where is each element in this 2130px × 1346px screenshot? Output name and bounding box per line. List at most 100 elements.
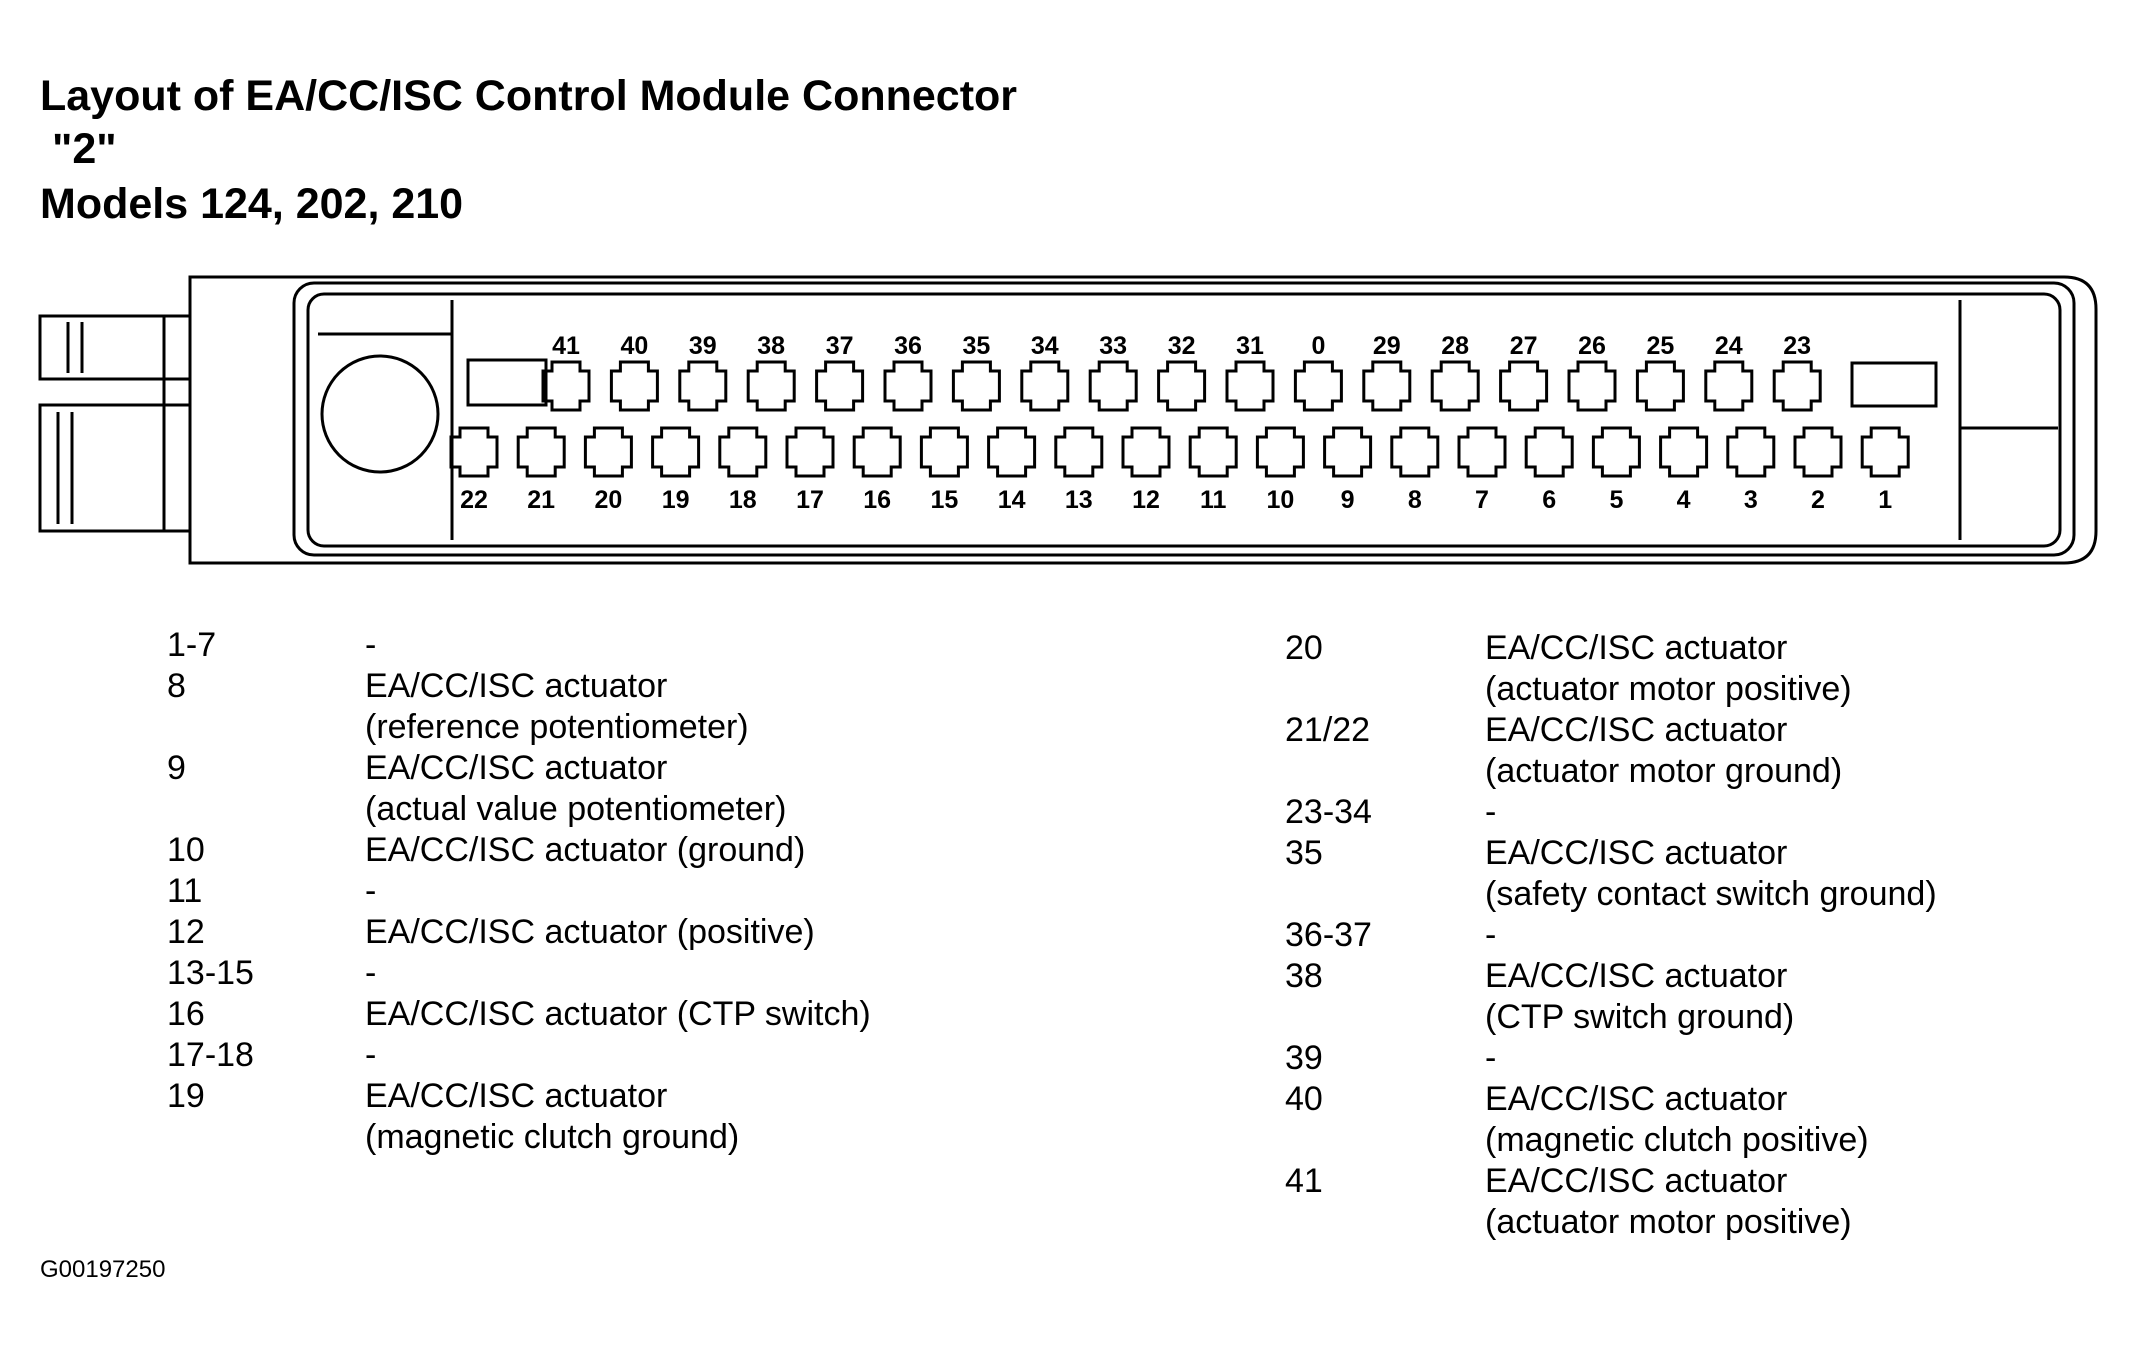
bottom-pin-label: 22	[460, 486, 488, 514]
bottom-pin-label: 20	[594, 486, 622, 514]
bottom-pin-20-cavity	[583, 426, 633, 478]
legend-description-line: EA/CC/ISC actuator	[1485, 1080, 1788, 1118]
legend-pin-number: 20	[1285, 629, 1323, 667]
top-pin-41-cavity	[541, 360, 591, 412]
top-pin-40-cavity	[609, 360, 659, 412]
top-pin-24-cavity	[1704, 360, 1754, 412]
bottom-pin-label: 5	[1609, 486, 1623, 514]
bottom-pin-8-cavity	[1390, 426, 1440, 478]
top-pin-label: 23	[1783, 332, 1811, 360]
legend-description: -	[1485, 792, 2105, 833]
legend-description: EA/CC/ISC actuator (CTP switch)	[365, 994, 967, 1035]
bottom-pin-label: 11	[1200, 486, 1227, 514]
top-pin-33-cavity	[1088, 360, 1138, 412]
bottom-pin-label: 3	[1744, 486, 1758, 514]
legend-pin-number: 13-15	[167, 954, 254, 992]
top-pin-37-cavity	[815, 360, 865, 412]
legend-row: 13-15-	[167, 953, 967, 994]
legend-description-line: (CTP switch ground)	[1485, 998, 1795, 1036]
legend-description-line: EA/CC/ISC actuator	[1485, 1162, 1788, 1200]
top-pin-label: 38	[757, 332, 785, 360]
top-pin-label: 24	[1715, 332, 1743, 360]
legend-row: 23-34-	[1285, 792, 2105, 833]
legend-description: EA/CC/ISC actuator(reference potentiomet…	[365, 666, 967, 748]
legend-description: -	[365, 1035, 967, 1076]
legend-description: EA/CC/ISC actuator(CTP switch ground)	[1485, 956, 2105, 1038]
models-subtitle: Models 124, 202, 210	[40, 180, 464, 228]
legend-description-line: (actual value potentiometer)	[365, 790, 787, 828]
legend-description-line: (actuator motor positive)	[1485, 1203, 1852, 1241]
legend-row: 19 EA/CC/ISC actuator(magnetic clutch gro…	[167, 1076, 967, 1158]
bottom-pin-label: 9	[1341, 486, 1355, 514]
bottom-pin-19-cavity	[651, 426, 701, 478]
legend-pin-number: 39	[1285, 1039, 1323, 1077]
legend-description-line: EA/CC/ISC actuator (CTP switch)	[365, 995, 871, 1033]
bottom-pin-label: 10	[1266, 486, 1294, 514]
top-pin-label: 41	[552, 332, 580, 360]
bottom-pin-21-cavity	[516, 426, 566, 478]
legend-description-line: EA/CC/ISC actuator	[365, 749, 668, 787]
top-pin-23-cavity	[1772, 360, 1822, 412]
legend-pin-number: 8	[167, 667, 186, 705]
legend-row: 21/22 EA/CC/ISC actuator(actuator motor g…	[1285, 710, 2105, 792]
bottom-pin-row	[449, 426, 1910, 478]
legend-description: -	[365, 871, 967, 912]
top-pin-label: 34	[1031, 332, 1059, 360]
bottom-pin-label: 12	[1132, 486, 1160, 514]
legend-description-line: -	[1485, 916, 1497, 954]
legend-pin-number: 16	[167, 995, 205, 1033]
legend-pin-number: 19	[167, 1077, 205, 1115]
bottom-pin-22-cavity	[449, 426, 499, 478]
legend-row: 16 EA/CC/ISC actuator (CTP switch)	[167, 994, 967, 1035]
legend-pin-number: 40	[1285, 1080, 1323, 1118]
legend-row: 11-	[167, 871, 967, 912]
top-pin-label: 33	[1099, 332, 1127, 360]
legend-description: EA/CC/ISC actuator(magnetic clutch groun…	[365, 1076, 967, 1158]
top-pin-39-cavity	[678, 360, 728, 412]
legend-description-line: EA/CC/ISC actuator	[1485, 957, 1788, 995]
top-pin-label: 28	[1441, 332, 1469, 360]
legend-description: EA/CC/ISC actuator(magnetic clutch posit…	[1485, 1079, 2105, 1161]
top-pin-29-cavity	[1362, 360, 1412, 412]
bottom-pin-5-cavity	[1591, 426, 1641, 478]
top-pin-28-cavity	[1430, 360, 1480, 412]
legend-description: EA/CC/ISC actuator(actual value potentio…	[365, 748, 967, 830]
top-pin-32-cavity	[1157, 360, 1207, 412]
legend-description: EA/CC/ISC actuator(actuator motor ground…	[1485, 710, 2105, 792]
top-pin-label: 29	[1373, 332, 1401, 360]
figure-id: G00197250	[40, 1256, 166, 1283]
legend-description-line: -	[365, 626, 377, 664]
top-pin-label: 25	[1646, 332, 1674, 360]
legend-description: EA/CC/ISC actuator (ground)	[365, 830, 967, 871]
legend-description-line: EA/CC/ISC actuator	[365, 1077, 668, 1115]
top-pin-36-cavity	[883, 360, 933, 412]
legend-description-line: EA/CC/ISC actuator	[365, 667, 668, 705]
bottom-pin-11-cavity	[1188, 426, 1238, 478]
top-pin-38-cavity	[746, 360, 796, 412]
legend-row: 40 EA/CC/ISC actuator(magnetic clutch pos…	[1285, 1079, 2105, 1161]
legend-pin-number: 21/22	[1285, 711, 1371, 749]
bottom-pin-label: 6	[1542, 486, 1556, 514]
top-pin-0-cavity	[1293, 360, 1343, 412]
legend-row: 9 EA/CC/ISC actuator(actual value potenti…	[167, 748, 967, 830]
legend-description-line: (reference potentiometer)	[365, 708, 749, 746]
legend-description-line: EA/CC/ISC actuator (ground)	[365, 831, 806, 869]
top-pin-label: 40	[620, 332, 648, 360]
top-pin-25-cavity	[1635, 360, 1685, 412]
blank-slot-left	[466, 358, 548, 407]
legend-description-line: EA/CC/ISC actuator	[1485, 834, 1788, 872]
bottom-pin-12-cavity	[1121, 426, 1171, 478]
bottom-pin-7-cavity	[1457, 426, 1507, 478]
top-pin-35-cavity	[951, 360, 1001, 412]
legend-pin-number: 9	[167, 749, 186, 787]
top-pin-27-cavity	[1499, 360, 1549, 412]
legend-description: EA/CC/ISC actuator(safety contact switch…	[1485, 833, 2105, 915]
top-pin-label: 39	[689, 332, 717, 360]
top-pin-31-cavity	[1225, 360, 1275, 412]
legend-description-line: (magnetic clutch ground)	[365, 1118, 740, 1156]
